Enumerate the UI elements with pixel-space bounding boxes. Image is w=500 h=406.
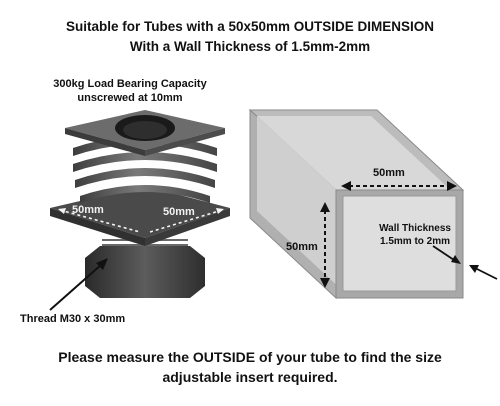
footer-line2: adjustable insert required. [162, 369, 338, 385]
tube-side-dim: 50mm [286, 241, 318, 253]
thread-label: Thread M30 x 30mm [20, 313, 126, 325]
load-capacity-line1: 300kg Load Bearing Capacity [53, 78, 207, 90]
header-title-line2: With a Wall Thickness of 1.5mm-2mm [129, 39, 371, 54]
header-title-line1: Suitable for Tubes with a 50x50mm OUTSID… [65, 19, 435, 34]
footer-line1: Please measure the OUTSIDE of your tube … [58, 349, 442, 365]
adjustable-insert-image [50, 110, 230, 298]
load-capacity-line2: unscrewed at 10mm [77, 92, 183, 104]
square-tube-diagram [248, 108, 498, 300]
tube-top-dim: 50mm [373, 167, 405, 179]
insert-dim-right: 50mm [163, 206, 195, 218]
wall-thickness-line2: 1.5mm to 2mm [379, 236, 451, 247]
wall-thickness-line1: Wall Thickness [379, 223, 451, 234]
thread-arrow [49, 258, 108, 311]
insert-dim-left: 50mm [72, 204, 104, 216]
